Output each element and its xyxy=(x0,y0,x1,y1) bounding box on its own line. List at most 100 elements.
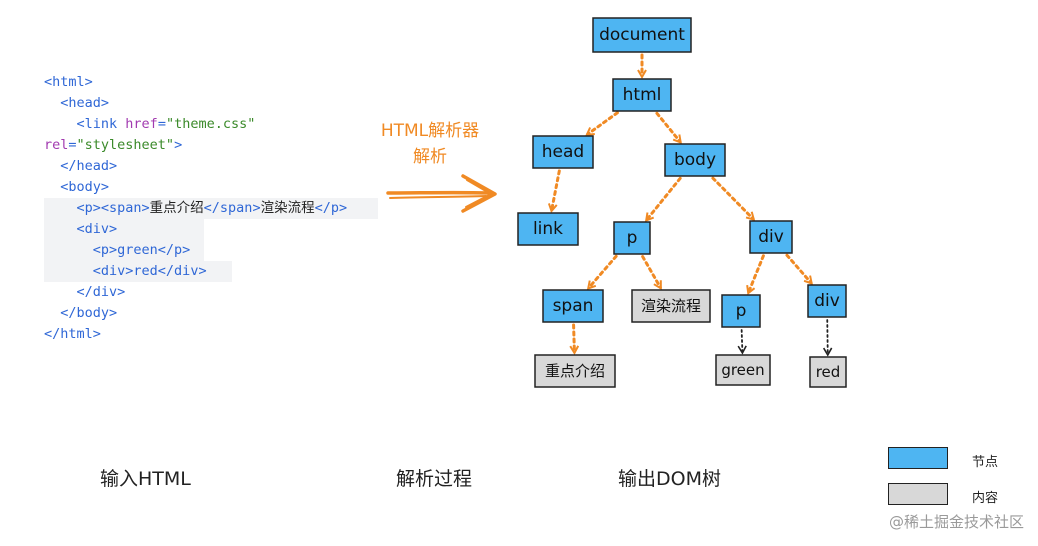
code-line: rel="stylesheet"> xyxy=(44,135,374,156)
tree-edge-body-p1 xyxy=(647,176,682,219)
tree-node-box xyxy=(534,354,616,388)
tree-node-label: body xyxy=(674,150,716,170)
tree-node-box xyxy=(715,354,771,386)
tree-node-box xyxy=(809,356,847,388)
code-token: <p>green</p> xyxy=(92,242,191,258)
code-token: rel xyxy=(44,137,69,153)
code-token: <link xyxy=(76,116,126,132)
tree-node-box xyxy=(517,212,579,246)
code-line: <body> xyxy=(44,177,374,198)
tree-node-body: body xyxy=(664,143,726,177)
tree-node-box xyxy=(612,78,672,112)
parser-label-line1: HTML解析器 xyxy=(380,121,480,141)
tree-node-box xyxy=(592,17,692,53)
tree-node-label: p xyxy=(736,301,747,321)
tree-node-span: span xyxy=(542,289,604,323)
code-line: </div> xyxy=(44,282,374,303)
legend-content-label: 内容 xyxy=(972,491,999,506)
watermark: @稀土掘金技术社区 xyxy=(888,513,1024,531)
tree-edge-body-div1 xyxy=(711,176,753,219)
tree-edge-p2-green xyxy=(737,329,747,355)
tree-edge-p1-span xyxy=(589,254,618,287)
tree-node-link: link xyxy=(517,212,579,246)
tree-edge-div1-div2 xyxy=(785,253,811,282)
tree-node-label: 渲染流程 xyxy=(641,297,701,315)
tree-node-label: document xyxy=(599,25,685,45)
tree-edge-p1-text1 xyxy=(641,255,661,288)
tree-node-p2: p xyxy=(721,294,761,328)
tree-node-label: head xyxy=(542,142,584,162)
code-line: <p>green</p> xyxy=(44,240,204,261)
parser-label-line2: 解析 xyxy=(413,147,447,167)
code-token: = xyxy=(157,116,166,132)
tree-node-green: green xyxy=(715,354,771,386)
caption-process: 解析过程 xyxy=(396,468,473,490)
code-token: href xyxy=(125,116,158,132)
tree-node-label: div xyxy=(758,227,784,247)
code-token: > xyxy=(174,137,183,153)
tree-node-div2: div xyxy=(807,284,847,318)
tree-node-document: document xyxy=(592,17,692,53)
tree-node-label: span xyxy=(553,296,594,316)
tree-node-box xyxy=(542,289,604,323)
code-token: </head> xyxy=(60,158,118,174)
code-line: <link href="theme.css" xyxy=(44,114,374,135)
tree-node-label: p xyxy=(627,228,638,248)
tree-node-box xyxy=(613,221,651,255)
tree-edge-html-head xyxy=(588,111,619,134)
tree-node-label: div xyxy=(814,291,840,311)
tree-edge-span-text2 xyxy=(574,323,575,352)
code-token: </div> xyxy=(76,284,126,300)
legend-node-swatch xyxy=(888,447,948,469)
parse-arrow xyxy=(386,174,497,213)
code-line: </html> xyxy=(44,324,374,345)
tree-node-box xyxy=(721,294,761,328)
tree-edge-html-body xyxy=(655,111,680,141)
code-line: <head> xyxy=(44,93,374,114)
tree-node-text1: 渲染流程 xyxy=(631,289,711,323)
tree-node-text2: 重点介绍 xyxy=(534,354,616,388)
tree-node-p1: p xyxy=(613,221,651,255)
caption-output: 输出DOM树 xyxy=(618,468,721,490)
tree-node-red: red xyxy=(809,356,847,388)
caption-input: 输入HTML xyxy=(100,468,191,490)
code-token: </p> xyxy=(314,200,348,216)
parser-label: HTML解析器 解析 xyxy=(370,118,490,170)
code-line: </head> xyxy=(44,156,374,177)
code-token: <body> xyxy=(60,179,110,195)
tree-node-box xyxy=(631,289,711,323)
tree-node-label: green xyxy=(721,361,764,379)
code-token: </body> xyxy=(60,305,118,321)
html-source-code: <html> <head> <link href="theme.css"rel=… xyxy=(44,72,378,345)
tree-node-box xyxy=(532,135,594,169)
code-token: "theme.css" xyxy=(165,116,256,132)
code-token: <head> xyxy=(60,95,110,111)
code-token: <div> xyxy=(76,221,118,237)
legend-content-swatch xyxy=(888,483,948,505)
tree-edge-div1-p2 xyxy=(749,254,765,292)
tree-node-label: red xyxy=(816,363,841,381)
tree-node-label: html xyxy=(623,85,662,105)
code-token: "stylesheet" xyxy=(76,137,175,153)
code-line: <p><span>重点介绍</span>渲染流程</p> xyxy=(44,198,378,219)
code-token: 重点介绍 xyxy=(149,200,204,216)
code-line: <div> xyxy=(44,219,204,240)
code-token: <div>red</div> xyxy=(92,263,207,279)
code-token: = xyxy=(68,137,77,153)
tree-node-box xyxy=(664,143,726,177)
code-token: </span> xyxy=(203,200,261,216)
tree-edge-head-link xyxy=(552,169,561,210)
code-token: <html> xyxy=(44,74,93,90)
tree-node-box xyxy=(807,284,847,318)
code-line: <html> xyxy=(44,72,374,93)
code-line: <div>red</div> xyxy=(44,261,232,282)
tree-node-label: 重点介绍 xyxy=(545,362,605,380)
code-line: </body> xyxy=(44,303,374,324)
tree-node-head: head xyxy=(532,135,594,169)
tree-node-box xyxy=(749,220,793,254)
code-token: </html> xyxy=(44,326,101,342)
tree-node-label: link xyxy=(533,219,563,239)
code-token: 渲染流程 xyxy=(260,200,315,216)
tree-node-div1: div xyxy=(749,220,793,254)
